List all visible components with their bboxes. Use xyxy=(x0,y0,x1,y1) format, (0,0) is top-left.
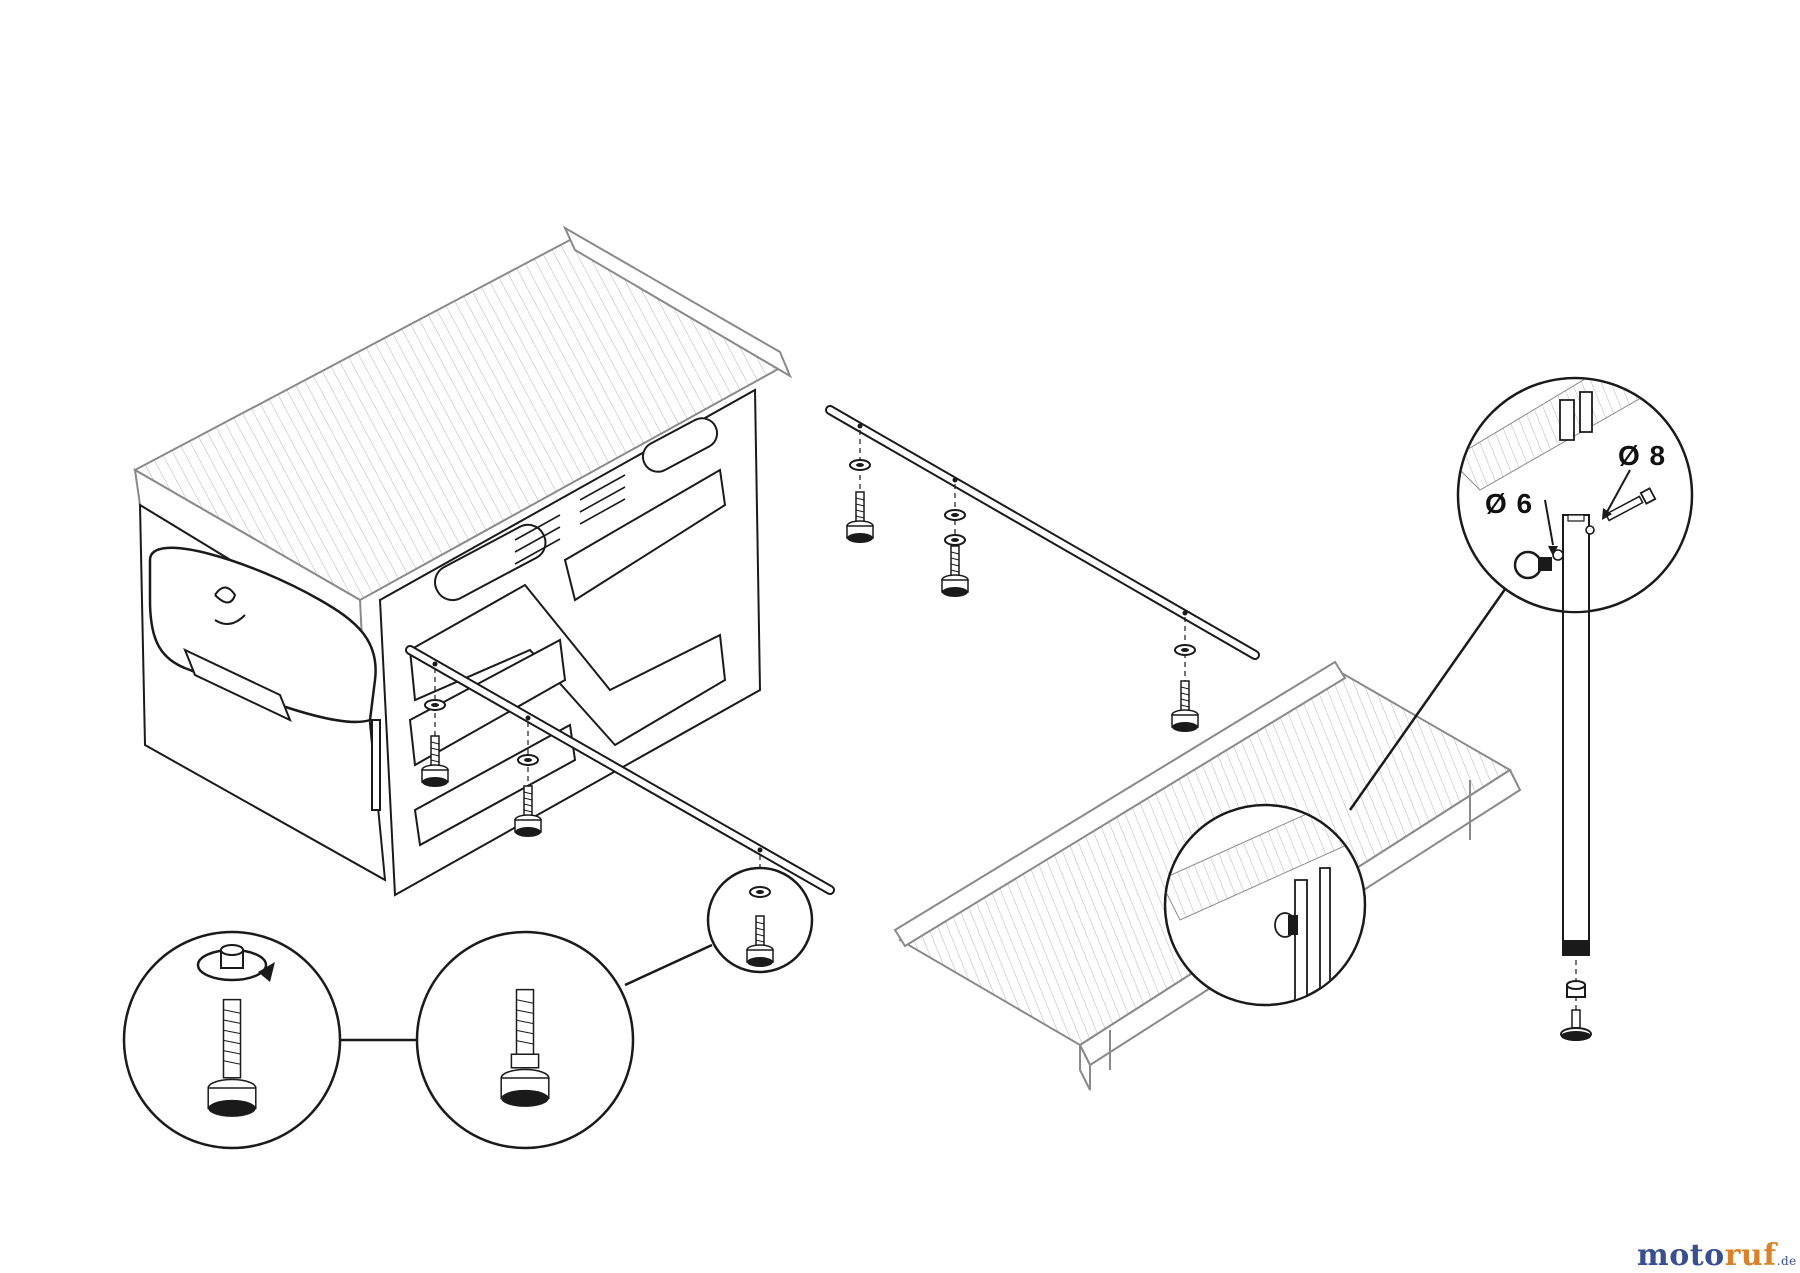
leveler-foot-1 xyxy=(846,459,874,544)
leg-nut xyxy=(1567,981,1585,997)
detail-circle-leg-bolts xyxy=(1450,340,1692,635)
bolt-diameter-8-label: Ø 8 xyxy=(1618,440,1667,471)
leg-foot xyxy=(1561,1010,1591,1041)
detail-circle-rod-end xyxy=(625,868,812,985)
detail-circle-nut-rotation xyxy=(124,932,340,1148)
housing-front-panel xyxy=(150,548,376,722)
watermark-part-a: moto xyxy=(1637,1238,1725,1273)
housing-right-rail xyxy=(565,228,790,376)
support-rod-lower xyxy=(410,650,830,890)
bolt-diameter-6-label: Ø 6 xyxy=(1485,488,1534,519)
detail-circle-assembled-leveler xyxy=(338,932,633,1148)
leveler-foot-3 xyxy=(1171,644,1199,733)
watermark-logo: motoruf.de xyxy=(1637,1238,1797,1273)
saw-housing xyxy=(135,228,790,895)
support-rod-upper xyxy=(830,410,1255,655)
watermark-part-b: ruf xyxy=(1724,1238,1777,1273)
watermark-part-c: .de xyxy=(1776,1254,1797,1268)
table-leg xyxy=(1561,540,1591,1041)
